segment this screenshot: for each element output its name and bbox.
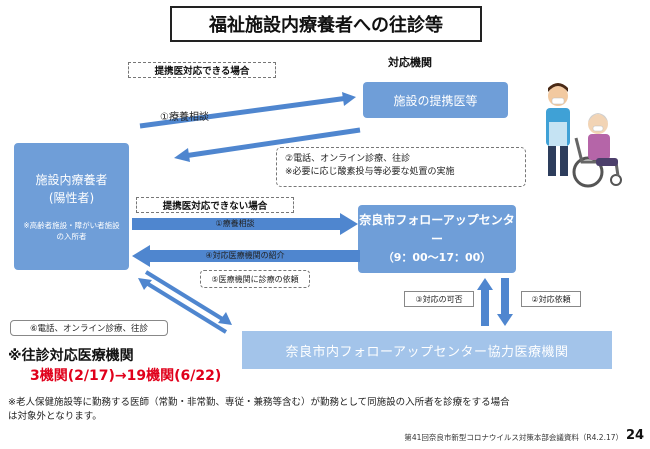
footnote-line-2: は対象外となります。 [8, 411, 102, 423]
count-heading: ※往診対応医療機関 [8, 348, 134, 364]
followup-center-name: 奈良市フォローアップセンター [359, 213, 515, 247]
followup-center-hours: （9：00〜17：00） [382, 251, 492, 265]
phone-note-box: ②電話、オンライン診療、往診 ※必要に応じ酸素投与等必要な処置の実施 [276, 147, 526, 187]
response-arrow [174, 127, 361, 162]
response-request-label: ②対応依頼 [521, 291, 581, 307]
patient-box: 施設内療養者 (陽性者) ※高齢者施設・障がい者施設の入所者 [14, 143, 129, 270]
followup-center-box: 奈良市フォローアップセンター （9：00〜17：00） [358, 205, 516, 273]
request-diagonal-arrows [138, 270, 232, 334]
introduce-left-arrow-label: ④対応医療機関の紹介 [205, 250, 285, 260]
footnote-line-1: ※老人保健施設等に勤務する医師（常勤・非常勤、専従・兼務等含む）が勤務として同施… [8, 397, 510, 408]
caregiver-illustration [546, 83, 622, 188]
count-detail: 3機関(2/17)→19機関(6/22) [30, 368, 222, 384]
consult-arrow [139, 92, 356, 129]
feasibility-label: ③対応の可否 [404, 291, 474, 307]
patient-box-title: 施設内療養者 [35, 173, 108, 187]
request-label-box: ⑤医療機関に診療の依頼 [200, 270, 310, 288]
responder-heading: 対応機関 [388, 56, 432, 69]
vertical-arrows [477, 278, 513, 326]
patient-box-note: ※高齢者施設・障がい者施設の入所者 [23, 221, 120, 241]
patient-box-subtitle: (陽性者) [48, 191, 95, 205]
consult-label: ①療養相談 [160, 112, 209, 123]
consult-right-arrow-label: ①療養相談 [215, 218, 255, 228]
partner-available-label: 提携医対応できる場合 [128, 62, 276, 78]
phone-note-line-2: ※必要に応じ酸素投与等必要な処置の実施 [285, 166, 455, 177]
consult-right-arrow [132, 213, 358, 235]
page-number: 24 [626, 428, 645, 443]
partner-unavailable-label: 提携医対応できない場合 [136, 197, 294, 213]
phone-note-line-1: ②電話、オンライン診療、往診 [285, 154, 411, 164]
phone-online-label: ⑥電話、オンライン診療、往診 [10, 320, 168, 336]
introduce-left-arrow [132, 245, 360, 267]
footnote: ※老人保健施設等に勤務する医師（常勤・非常勤、専従・兼務等含む）が勤務として同施… [8, 396, 644, 426]
source-note: 第41回奈良市新型コロナウイルス対策本部会議資料（R4.2.17） [404, 433, 623, 442]
page-title: 福祉施設内療養者への往診等 [170, 6, 482, 42]
partner-doctor-box: 施設の提携医等 [363, 82, 508, 118]
cooperating-institutions-box: 奈良市内フォローアップセンター協力医療機関 [242, 331, 612, 369]
